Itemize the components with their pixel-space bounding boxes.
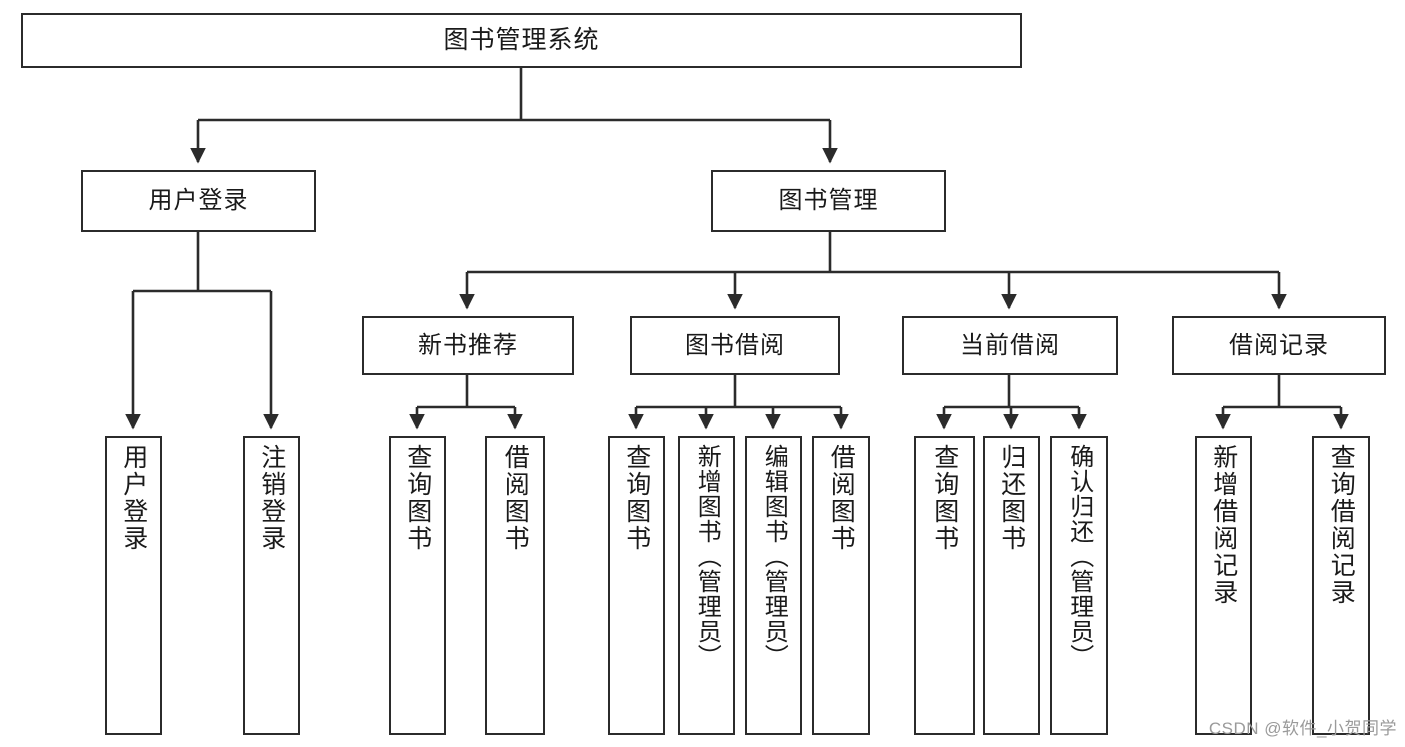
node-new-book-recommend[interactable]: 新书推荐 <box>362 316 574 375</box>
node-label: 借阅图书 <box>501 444 530 552</box>
node-label: 确认归还（管理员） <box>1065 444 1093 669</box>
leaf-user-login[interactable]: 用户登录 <box>105 436 162 735</box>
watermark: CSDN @软件_小贺同学 <box>1208 719 1397 738</box>
leaf-query-book-1[interactable]: 查询图书 <box>389 436 446 735</box>
node-label: 新增借阅记录 <box>1209 444 1238 606</box>
leaf-edit-book[interactable]: 编辑图书（管理员） <box>745 436 802 735</box>
node-label: 新增图书（管理员） <box>693 444 721 669</box>
leaf-return-book[interactable]: 归还图书 <box>983 436 1040 735</box>
node-book-borrow[interactable]: 图书借阅 <box>630 316 840 375</box>
node-label: 图书借阅 <box>685 331 785 359</box>
node-label: 用户登录 <box>148 187 249 215</box>
node-label: 图书管理 <box>778 187 879 215</box>
node-label: 用户登录 <box>119 444 148 552</box>
leaf-borrow-book-2[interactable]: 借阅图书 <box>812 436 870 735</box>
node-label: 查询图书 <box>622 444 651 552</box>
leaf-query-borrow-record[interactable]: 查询借阅记录 <box>1312 436 1370 735</box>
node-user-login[interactable]: 用户登录 <box>81 170 316 232</box>
node-label: 注销登录 <box>257 444 286 552</box>
node-label: 查询图书 <box>930 444 959 552</box>
leaf-borrow-book-1[interactable]: 借阅图书 <box>485 436 545 735</box>
leaf-logout[interactable]: 注销登录 <box>243 436 300 735</box>
leaf-query-book-2[interactable]: 查询图书 <box>608 436 665 735</box>
leaf-add-book[interactable]: 新增图书（管理员） <box>678 436 735 735</box>
node-label: 归还图书 <box>997 444 1026 552</box>
leaf-confirm-return[interactable]: 确认归还（管理员） <box>1050 436 1108 735</box>
leaf-add-borrow-record[interactable]: 新增借阅记录 <box>1195 436 1252 735</box>
node-label: 查询借阅记录 <box>1327 444 1356 606</box>
node-book-manage[interactable]: 图书管理 <box>711 170 946 232</box>
leaf-query-book-3[interactable]: 查询图书 <box>914 436 975 735</box>
node-label: 查询图书 <box>403 444 432 552</box>
node-borrow-record[interactable]: 借阅记录 <box>1172 316 1386 375</box>
node-current-borrow[interactable]: 当前借阅 <box>902 316 1118 375</box>
node-label: 编辑图书（管理员） <box>760 444 788 669</box>
node-label: 当前借阅 <box>960 331 1060 359</box>
node-label: 借阅图书 <box>827 444 856 552</box>
node-label: 借阅记录 <box>1229 331 1329 359</box>
node-label: 图书管理系统 <box>443 26 600 55</box>
node-book-management-system[interactable]: 图书管理系统 <box>21 13 1022 68</box>
node-label: 新书推荐 <box>418 331 518 359</box>
